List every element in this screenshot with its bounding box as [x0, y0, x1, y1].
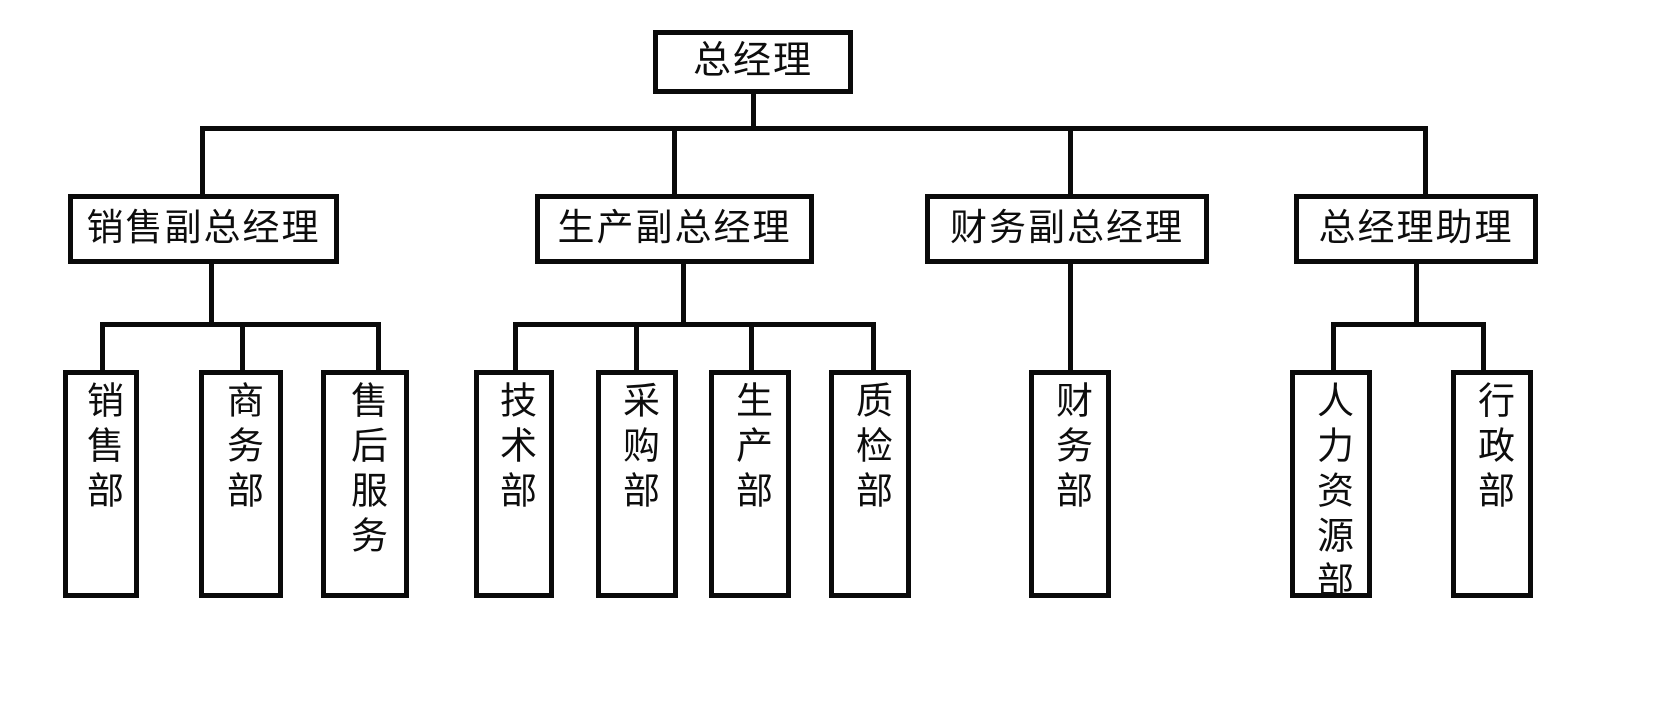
node-finance-vp[interactable]: 财务副总经理	[925, 194, 1209, 264]
connector-finance-vp-stem	[1068, 263, 1073, 372]
connector-drop-manufacturing-dept	[749, 322, 754, 372]
node-finance-department[interactable]: 财务部	[1029, 370, 1111, 598]
node-sales-vp[interactable]: 销售副总经理	[68, 194, 339, 264]
node-label-production-vp: 生产副总经理	[557, 208, 792, 250]
node-label-finance-department: 财务部	[1049, 381, 1091, 516]
connector-sales-vp-stem	[209, 263, 214, 324]
connector-drop-business-dept	[240, 322, 245, 372]
node-gm-assistant[interactable]: 总经理助理	[1294, 194, 1538, 264]
node-label-technology-department: 技术部	[493, 381, 535, 516]
connector-drop-purchasing-dept	[634, 322, 639, 372]
node-quality-inspection-department[interactable]: 质检部	[829, 370, 911, 598]
node-label-sales-vp: 销售副总经理	[86, 208, 321, 250]
node-label-purchasing-department: 采购部	[616, 381, 658, 516]
node-technology-department[interactable]: 技术部	[474, 370, 554, 598]
node-label-finance-vp: 财务副总经理	[950, 208, 1184, 250]
connector-drop-production-vp	[672, 126, 677, 195]
node-sales-department[interactable]: 销售部	[63, 370, 139, 598]
connector-drop-aftersales-dept	[376, 322, 381, 372]
node-label-business-department: 商务部	[220, 381, 262, 516]
connector-drop-admin-dept	[1481, 322, 1486, 372]
node-general-manager[interactable]: 总经理	[653, 30, 853, 94]
node-label-administration-department: 行政部	[1471, 381, 1513, 516]
node-label-human-resources-department: 人力资源部	[1310, 381, 1352, 606]
node-purchasing-department[interactable]: 采购部	[596, 370, 678, 598]
node-aftersales-service-department[interactable]: 售后服务	[321, 370, 409, 598]
connector-drop-gm-assistant	[1423, 126, 1428, 195]
connector-level2-bus	[200, 126, 1428, 131]
connector-gm-assistant-stem	[1414, 263, 1419, 324]
connector-drop-hr-dept	[1331, 322, 1336, 372]
connector-drop-sales-dept	[100, 322, 105, 372]
connector-production-children-bus	[513, 322, 876, 327]
node-label-general-manager: 总经理	[692, 40, 813, 83]
node-manufacturing-department[interactable]: 生产部	[709, 370, 791, 598]
connector-drop-sales-vp	[200, 126, 205, 195]
connector-drop-technology-dept	[513, 322, 518, 372]
connector-production-vp-stem	[681, 263, 686, 324]
connector-drop-finance-vp	[1068, 126, 1073, 195]
node-label-sales-department: 销售部	[80, 381, 122, 516]
connector-gm-assistant-children-bus	[1331, 322, 1486, 327]
connector-root-stem	[751, 93, 756, 131]
node-human-resources-department[interactable]: 人力资源部	[1290, 370, 1372, 606]
connector-drop-quality-dept	[871, 322, 876, 372]
node-label-aftersales-service-department: 售后服务	[344, 381, 386, 561]
node-label-gm-assistant: 总经理助理	[1318, 208, 1514, 250]
node-business-department[interactable]: 商务部	[199, 370, 283, 598]
node-label-manufacturing-department: 生产部	[729, 381, 771, 516]
node-label-quality-inspection-department: 质检部	[849, 381, 891, 516]
node-administration-department[interactable]: 行政部	[1451, 370, 1533, 598]
node-production-vp[interactable]: 生产副总经理	[535, 194, 814, 264]
